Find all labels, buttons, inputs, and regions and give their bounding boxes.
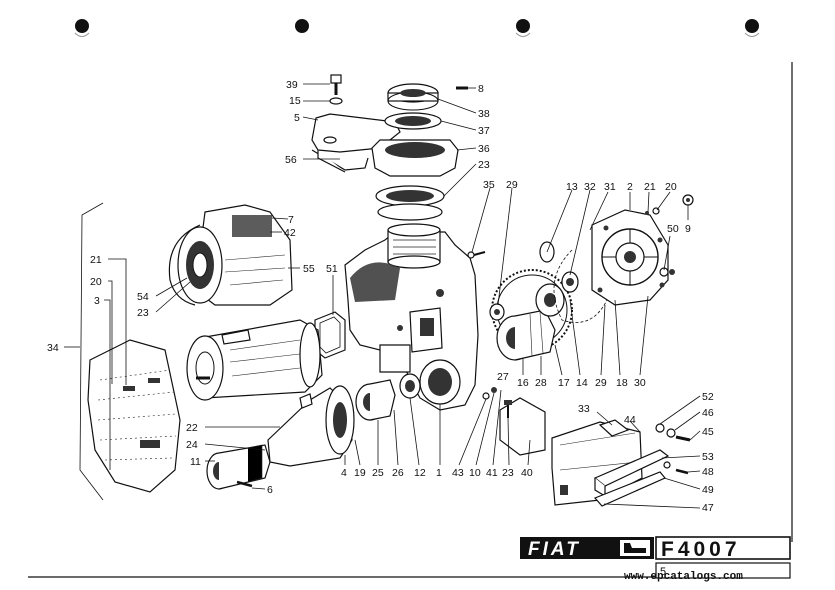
cover-3	[87, 339, 181, 493]
leader-lines	[64, 83, 701, 509]
bearing-23-top	[375, 185, 445, 221]
callout-13: 13	[566, 181, 578, 193]
cover-2	[591, 209, 669, 306]
callout-39: 39	[286, 79, 298, 91]
title-block: FIAT F4007 5 www.epcatalogs.com	[520, 536, 791, 583]
callout-32: 32	[584, 181, 596, 193]
callout-21-left: 21	[90, 254, 102, 266]
bearing-37	[384, 112, 442, 130]
oring-29	[553, 249, 608, 323]
callout-53: 53	[702, 451, 714, 463]
callout-52: 52	[702, 391, 714, 403]
callout-29-bottom: 29	[595, 377, 607, 389]
callout-55: 55	[303, 263, 315, 275]
model-code: F4007	[661, 538, 741, 561]
callout-27: 27	[497, 371, 509, 383]
callout-19: 19	[354, 467, 366, 479]
bearing-25	[355, 379, 396, 421]
gear-cluster-16-28	[489, 241, 579, 361]
callout-23-top: 23	[478, 159, 490, 171]
callout-26: 26	[392, 467, 404, 479]
cover-7	[168, 204, 293, 306]
callout-41: 41	[486, 467, 498, 479]
callout-8: 8	[478, 83, 484, 95]
callout-3: 3	[94, 295, 100, 307]
electric-motor	[186, 319, 323, 401]
callout-35: 35	[483, 179, 495, 191]
callout-56: 56	[285, 154, 297, 166]
callout-6: 6	[267, 484, 273, 496]
callout-28: 28	[535, 377, 547, 389]
callout-2: 2	[627, 181, 633, 193]
callout-25: 25	[372, 467, 384, 479]
seal-12	[399, 373, 421, 399]
callout-10: 10	[469, 467, 481, 479]
main-housing-1	[344, 223, 479, 411]
group-34-bracket	[79, 202, 104, 501]
callout-17: 17	[558, 377, 570, 389]
callout-33: 33	[578, 403, 590, 415]
callout-21-right: 21	[644, 181, 656, 193]
callout-43: 43	[452, 467, 464, 479]
callout-9: 9	[685, 223, 691, 235]
screw-6	[236, 480, 253, 488]
callout-5: 5	[294, 112, 300, 124]
callout-45: 45	[702, 426, 714, 438]
model-code-box	[655, 536, 791, 560]
callout-labels: 39 15 5 56 8 38 37 36 23 35 29 13 32 31 …	[47, 79, 714, 514]
page-ref: 5	[660, 566, 666, 578]
page-ref-box	[655, 562, 791, 579]
callout-14: 14	[576, 377, 588, 389]
cover-44	[551, 419, 643, 506]
callout-20-right: 20	[665, 181, 677, 193]
bell-housing-4	[267, 385, 355, 467]
callout-23-bottom: 23	[502, 467, 514, 479]
shaft-flange-11	[206, 444, 271, 490]
callout-18: 18	[616, 377, 628, 389]
callout-46: 46	[702, 407, 714, 419]
callout-44: 44	[624, 414, 636, 426]
callout-47: 47	[702, 502, 714, 514]
ring-nut-38	[387, 83, 439, 111]
callout-50: 50	[667, 223, 679, 235]
website-watermark: www.epcatalogs.com	[624, 571, 743, 583]
callout-42: 42	[284, 227, 296, 239]
callout-1: 1	[436, 467, 442, 479]
callout-37: 37	[478, 125, 490, 137]
callout-23-left: 23	[137, 307, 149, 319]
callout-54: 54	[137, 291, 149, 303]
callout-15: 15	[289, 95, 301, 107]
callout-30: 30	[634, 377, 646, 389]
callout-31: 31	[604, 181, 616, 193]
callout-36: 36	[478, 143, 490, 155]
callout-16: 16	[517, 377, 529, 389]
housing-36	[371, 139, 459, 177]
bracket-40	[499, 397, 546, 456]
callout-24: 24	[186, 439, 198, 451]
callout-38: 38	[478, 108, 490, 120]
top-bolt-39	[329, 74, 343, 105]
binder-holes	[74, 19, 760, 37]
callout-51: 51	[326, 263, 338, 275]
callout-7: 7	[288, 214, 294, 226]
callout-34: 34	[47, 342, 59, 354]
callout-40: 40	[521, 467, 533, 479]
fiat-logo-text: FIAT	[528, 539, 581, 560]
hardware-43-10	[482, 387, 497, 400]
callout-20-left: 20	[90, 276, 102, 288]
fasteners-45-46-52	[655, 423, 691, 475]
callout-12: 12	[414, 467, 426, 479]
callout-22: 22	[186, 422, 198, 434]
callout-4: 4	[341, 467, 347, 479]
callout-48: 48	[702, 466, 714, 478]
callout-49: 49	[702, 484, 714, 496]
callout-29-top: 29	[506, 179, 518, 191]
callout-11: 11	[190, 456, 201, 468]
